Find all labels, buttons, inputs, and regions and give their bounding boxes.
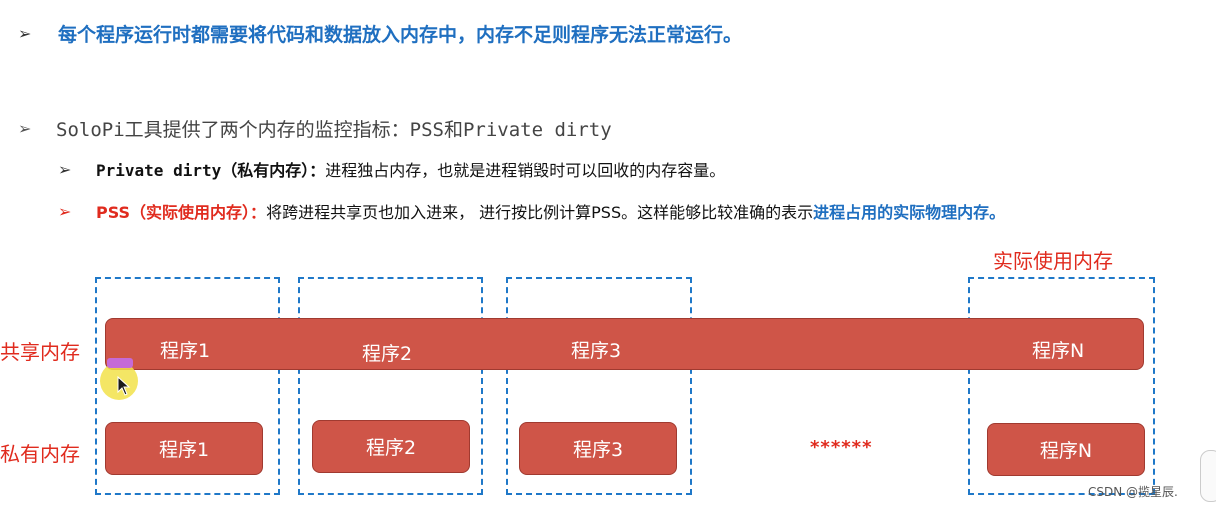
label-shared-memory: 共享内存: [0, 340, 80, 364]
watermark: CSDN @揽星辰.: [1088, 485, 1178, 499]
ellipsis-stars: ******: [810, 437, 873, 458]
private-label-program-n: 程序N: [1039, 440, 1093, 462]
annotation-mark: [107, 358, 133, 368]
shared-label-program-n: 程序N: [1032, 340, 1085, 362]
bullet-pss: PSS（实际使用内存）：将跨进程共享页也加入进来， 进行按比例计算PSS。这样能…: [96, 199, 1005, 223]
private-dirty-term: Private dirty（私有内存）：: [96, 161, 326, 180]
bullet-text-solopi-metrics: SoloPi工具提供了两个内存的监控指标：PSS和Private dirty: [56, 119, 612, 141]
pss-highlight: 进程占用的实际物理内存。: [813, 203, 1006, 222]
shared-label-program-1: 程序1: [160, 340, 211, 362]
private-block-program-2: 程序2: [312, 420, 470, 473]
bullet-arrow-icon: ➢: [58, 160, 72, 179]
bullet-arrow-icon: ➢: [18, 119, 32, 138]
label-actual-memory: 实际使用内存: [993, 249, 1113, 273]
shared-memory-bar: [105, 318, 1144, 370]
pss-definition: 将跨进程共享页也加入进来， 进行按比例计算PSS。这样能够比较准确的表示: [266, 203, 814, 222]
bullet-text-memory-requirement: 每个程序运行时都需要将代码和数据放入内存中，内存不足则程序无法正常运行。: [58, 24, 743, 46]
process-1-dashed-box: [95, 277, 280, 495]
label-private-memory: 私有内存: [0, 442, 80, 466]
private-dirty-definition: 进程独占内存，也就是进程销毁时可以回收的内存容量。: [325, 161, 726, 180]
process-2-dashed-box: [298, 277, 483, 495]
private-label-program-2: 程序2: [365, 437, 417, 459]
bullet-private-dirty: Private dirty（私有内存）：进程独占内存，也就是进程销毁时可以回收的…: [96, 157, 725, 181]
private-block-program-3: 程序3: [519, 422, 677, 475]
bullet-arrow-icon: ➢: [18, 24, 32, 43]
bullet-arrow-icon: ➢: [58, 202, 72, 221]
side-handle[interactable]: [1200, 450, 1216, 502]
private-label-program-1: 程序1: [158, 439, 210, 461]
private-block-program-1: 程序1: [105, 422, 263, 475]
shared-label-program-2: 程序2: [362, 343, 413, 365]
private-block-program-n: 程序N: [987, 423, 1145, 476]
mouse-cursor-icon: [117, 376, 131, 396]
process-3-dashed-box: [506, 277, 692, 495]
process-n-dashed-box: [968, 277, 1155, 495]
private-label-program-3: 程序3: [572, 439, 624, 461]
shared-label-program-3: 程序3: [571, 340, 622, 362]
pss-term: PSS（实际使用内存）：: [96, 203, 267, 222]
